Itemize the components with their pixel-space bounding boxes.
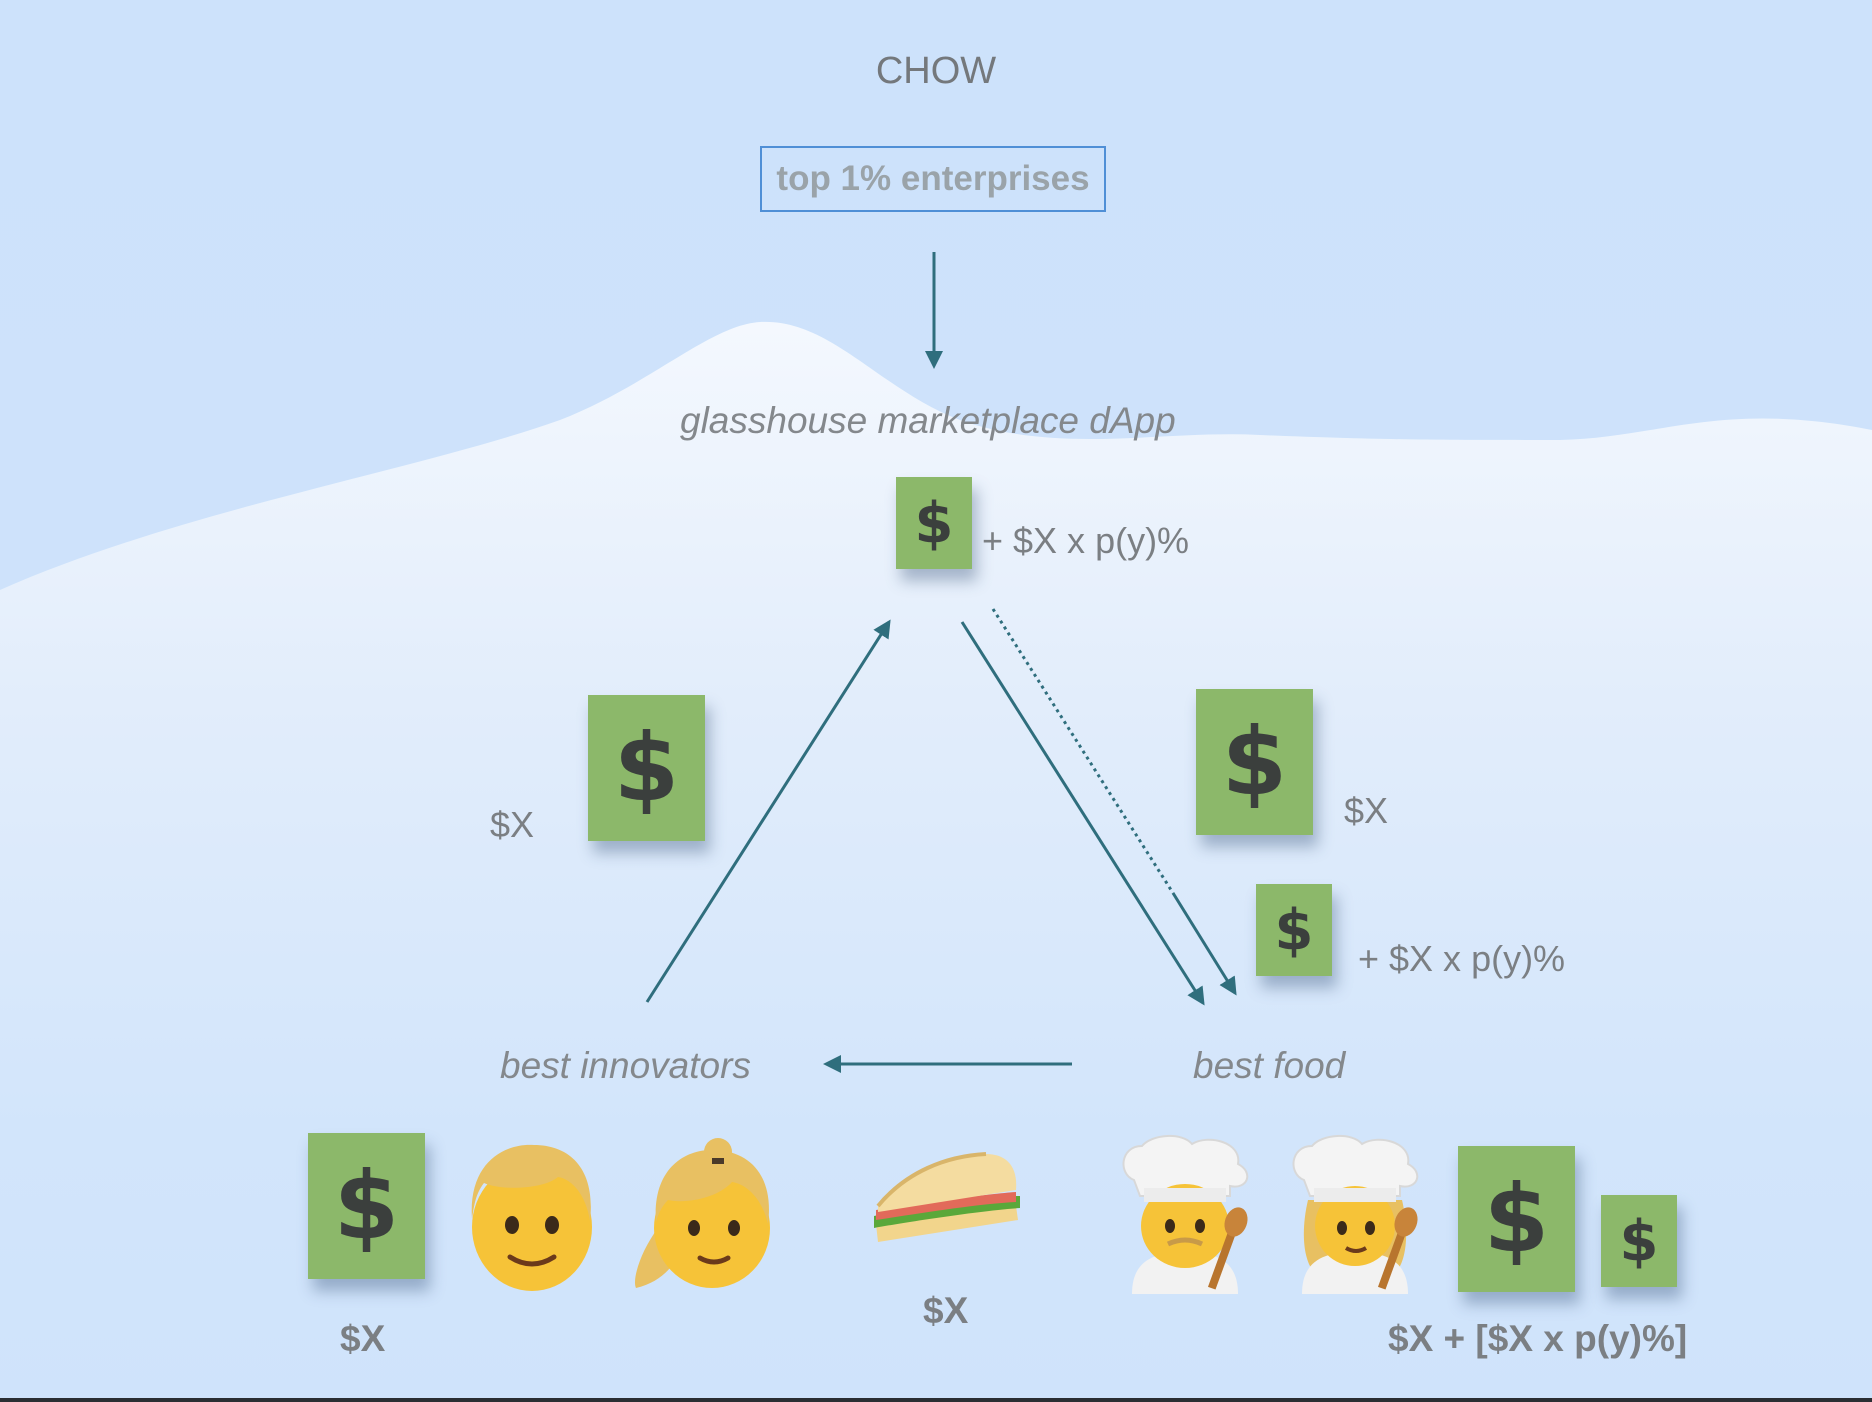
dollar-bill-icon: $: [1196, 689, 1313, 835]
sandwich-amount: $X: [923, 1290, 968, 1332]
dollar-bill-icon: $: [588, 695, 705, 841]
arrow-dapp-to-food-dotted-head: [1173, 893, 1235, 993]
dollar-bill-icon: $: [308, 1133, 425, 1279]
arrow-dapp-to-food-dotted: [993, 609, 1173, 893]
man-icon: [462, 1135, 602, 1295]
left-edge-amount: $X: [490, 804, 534, 846]
sandwich-icon: [866, 1146, 1026, 1256]
woman-icon: [632, 1132, 782, 1292]
node-label-food: best food: [1193, 1045, 1345, 1087]
innovators-amount: $X: [340, 1318, 385, 1360]
dollar-bill-icon: $: [896, 477, 972, 569]
food-total-amount: $X + [$X x p(y)%]: [1388, 1318, 1687, 1360]
dollar-bill-icon: $: [1458, 1146, 1575, 1292]
right-edge-fee-label: + $X x p(y)%: [1358, 938, 1565, 980]
man-cook-icon: [1112, 1134, 1258, 1294]
right-edge-amount: $X: [1344, 790, 1388, 832]
node-label-innovators: best innovators: [500, 1045, 751, 1087]
dollar-bill-icon: $: [1256, 884, 1332, 976]
dapp-fee-label: + $X x p(y)%: [982, 520, 1189, 562]
dollar-bill-icon: $: [1601, 1195, 1677, 1287]
arrow-dapp-to-food: [962, 622, 1203, 1003]
node-label-glasshouse: glasshouse marketplace dApp: [680, 400, 1176, 442]
woman-cook-icon: [1282, 1134, 1428, 1294]
